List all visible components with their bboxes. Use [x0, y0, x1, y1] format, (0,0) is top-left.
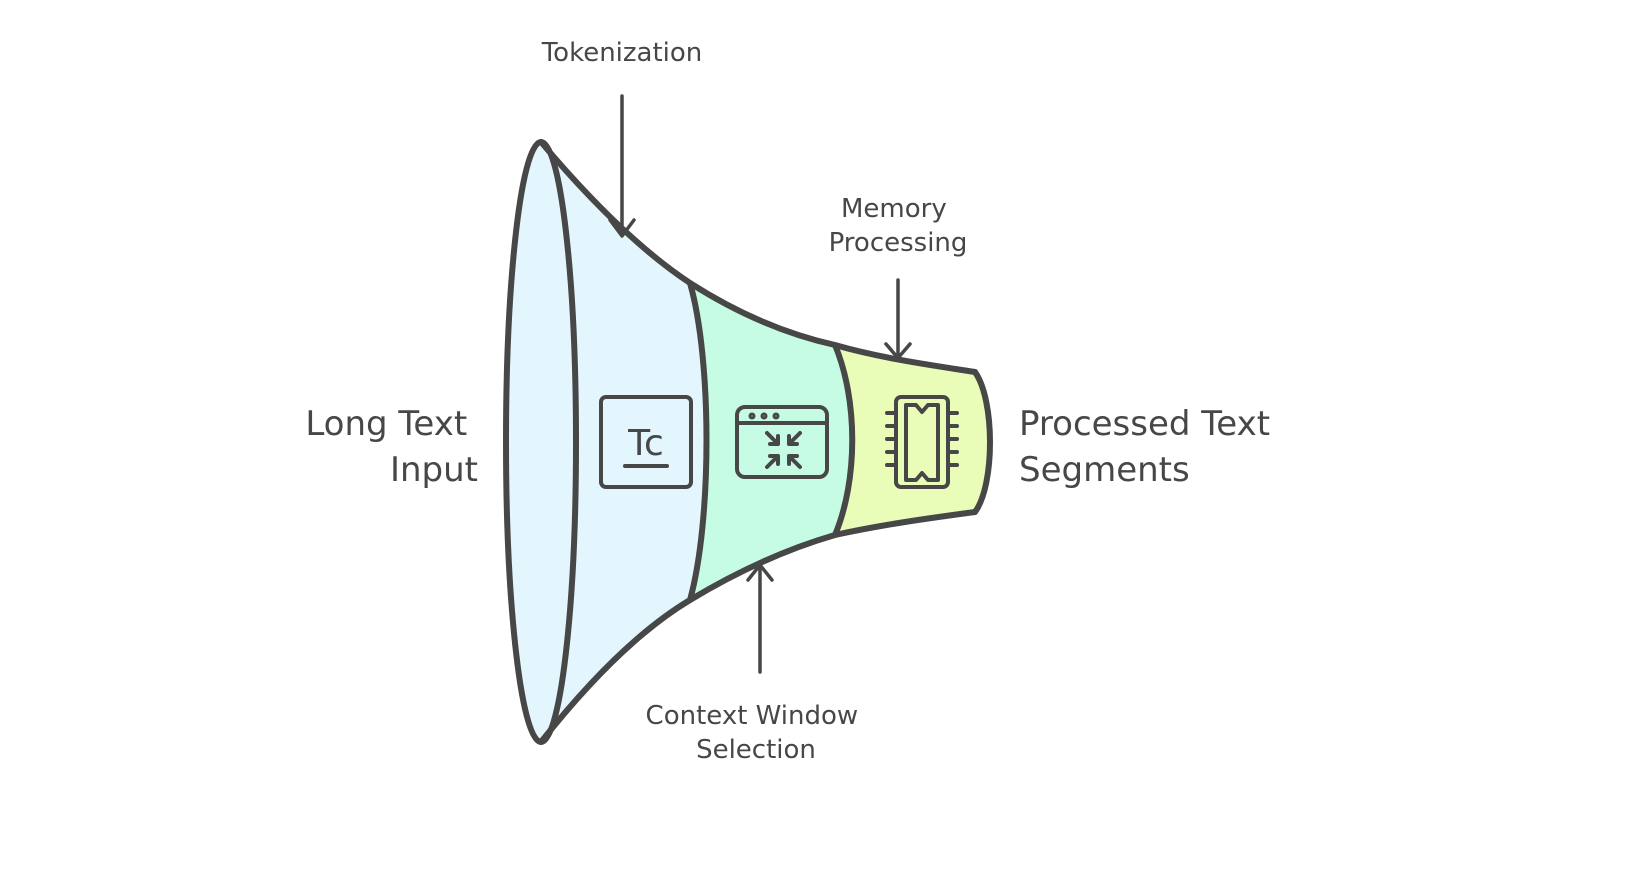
memory-processing-label: Memory Processing: [829, 194, 968, 258]
funnel-mouth: [506, 142, 576, 742]
chip-icon: [885, 395, 959, 489]
output-label: Processed Text Segments: [1019, 404, 1281, 490]
tokenization-label: Tokenization: [541, 38, 703, 68]
window-compress-icon: [735, 405, 829, 479]
stage-tokenization-segment: [541, 142, 707, 742]
memory-arrow: [884, 278, 912, 360]
text-token-icon: Tc: [599, 395, 693, 489]
context-window-label: Context Window Selection: [646, 701, 867, 765]
stage-memory-segment: [835, 345, 990, 535]
tokenization-arrow: [608, 94, 636, 238]
stage-context-segment: [690, 283, 853, 600]
input-label: Long Text Input: [305, 404, 478, 490]
context-arrow: [746, 563, 774, 674]
svg-text:Tc: Tc: [627, 423, 664, 464]
